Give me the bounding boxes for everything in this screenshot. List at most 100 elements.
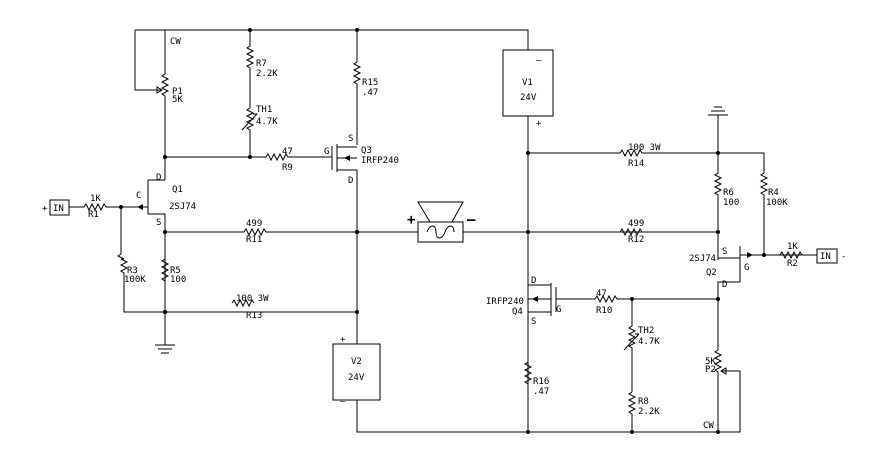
r7-label: R7 bbox=[256, 59, 267, 69]
r1-resistor bbox=[69, 202, 121, 212]
q3-pin-g: G bbox=[324, 147, 329, 157]
q2-part: 2SJ74 bbox=[689, 254, 716, 264]
q1-label: Q1 bbox=[172, 185, 183, 195]
q4-pin-g: G bbox=[556, 305, 561, 315]
p1-wiper-arrow bbox=[156, 86, 163, 94]
wire-top-rail bbox=[135, 29, 529, 50]
in1-text: IN bbox=[53, 204, 64, 214]
junction-dots bbox=[119, 28, 766, 434]
r15-value: .47 bbox=[362, 88, 378, 98]
battery-v1 bbox=[502, 49, 554, 117]
r8-value: 2.2K bbox=[638, 407, 660, 417]
ground-1 bbox=[155, 312, 175, 354]
q3-pin-s: S bbox=[348, 134, 353, 144]
q1-pin-c: C bbox=[136, 191, 141, 201]
r14-label: R14 bbox=[628, 159, 644, 169]
r3-value: 100K bbox=[124, 275, 146, 285]
r2-value: 1K bbox=[787, 242, 798, 252]
speaker-coil bbox=[426, 225, 455, 239]
r9-label: R9 bbox=[282, 163, 293, 173]
q1-arrow bbox=[137, 204, 143, 210]
r6-label: R6 bbox=[723, 188, 734, 198]
th2-value: 4.7K bbox=[638, 337, 660, 347]
th1-thermistor bbox=[245, 107, 255, 157]
q2-label: Q2 bbox=[706, 268, 717, 278]
p1-resistor bbox=[160, 73, 170, 97]
q2-drain bbox=[717, 281, 740, 350]
p1-cw-label: CW bbox=[170, 37, 181, 47]
r11-value: 499 bbox=[246, 219, 262, 229]
in2-text: IN bbox=[820, 252, 831, 262]
q2-arrow bbox=[747, 252, 753, 258]
r13-label: R13 bbox=[246, 311, 262, 321]
r11-resistor bbox=[165, 227, 418, 237]
q2-pin-g: G bbox=[744, 263, 749, 273]
q3-label: Q3 bbox=[361, 146, 372, 156]
r6-value: 100 bbox=[723, 198, 739, 208]
r12-label: R12 bbox=[628, 235, 644, 245]
r9-value: 47 bbox=[282, 147, 293, 157]
in2-sign: - bbox=[841, 252, 846, 262]
r16-resistor bbox=[523, 361, 533, 432]
wire-bottom-rail bbox=[356, 371, 741, 433]
q4-arrow bbox=[532, 296, 538, 302]
r5-label: R5 bbox=[170, 266, 181, 276]
v2-plus: + bbox=[340, 335, 346, 345]
p2-resistor bbox=[713, 349, 723, 432]
v1-value: 24V bbox=[520, 93, 537, 103]
q2-pin-s: S bbox=[722, 247, 727, 257]
p2-label: P2 bbox=[705, 365, 716, 375]
r7-resistor bbox=[245, 45, 255, 108]
q4-label: Q4 bbox=[512, 307, 523, 317]
r13-resistor bbox=[231, 298, 255, 308]
q3-pin-d: D bbox=[348, 176, 353, 186]
input-box-1 bbox=[49, 199, 70, 216]
r13-value: 100 3W bbox=[236, 294, 269, 304]
p1-value: 5K bbox=[172, 95, 183, 105]
v1-plus: + bbox=[536, 119, 542, 129]
v1-label: V1 bbox=[522, 78, 533, 88]
r16-value: .47 bbox=[533, 387, 549, 397]
r4-value: 100K bbox=[766, 198, 788, 208]
v2-label: V2 bbox=[351, 357, 362, 367]
p2-cw-label: CW bbox=[703, 421, 714, 431]
in1-sign: + bbox=[42, 204, 48, 214]
v2-minus: – bbox=[340, 397, 346, 407]
ground-2 bbox=[708, 106, 728, 116]
q3-part: IRFP240 bbox=[361, 156, 399, 166]
r8-label: R8 bbox=[638, 397, 649, 407]
r12-value: 499 bbox=[628, 219, 644, 229]
q3-drain bbox=[337, 169, 358, 400]
battery-v2 bbox=[332, 343, 381, 401]
input-box-2 bbox=[816, 248, 838, 264]
q4-part: IRFP240 bbox=[486, 297, 524, 307]
r5-value: 100 bbox=[170, 275, 186, 285]
wire-p1-loop bbox=[134, 30, 162, 91]
th1-slash bbox=[241, 113, 258, 131]
r3-resistor bbox=[117, 207, 357, 313]
q1-part: 2SJ74 bbox=[169, 202, 196, 212]
r14-value: 100 3W bbox=[628, 143, 661, 153]
r2-label: R2 bbox=[787, 259, 798, 269]
r1-label: R1 bbox=[88, 210, 99, 220]
r1-value: 1K bbox=[90, 194, 101, 204]
q3-arrow bbox=[344, 155, 350, 161]
v2-value: 24V bbox=[348, 373, 365, 383]
r3-label: R3 bbox=[127, 266, 138, 276]
q1-pin-d: D bbox=[156, 173, 161, 183]
th1-value: 4.7K bbox=[256, 117, 278, 127]
r2-resistor bbox=[772, 250, 817, 260]
r16-label: R16 bbox=[533, 377, 549, 387]
r9-resistor bbox=[250, 152, 332, 162]
q4-pin-d: D bbox=[531, 276, 536, 286]
th2-thermistor bbox=[627, 299, 637, 392]
spk-minus: – bbox=[467, 212, 476, 228]
spk-plus: + bbox=[407, 212, 415, 228]
th1-label: TH1 bbox=[256, 105, 272, 115]
v1-minus: – bbox=[536, 56, 542, 66]
q1-pin-s: S bbox=[156, 218, 161, 228]
r10-resistor bbox=[556, 294, 718, 304]
p1-label: P1 bbox=[172, 87, 183, 97]
r4-resistor bbox=[759, 172, 769, 255]
